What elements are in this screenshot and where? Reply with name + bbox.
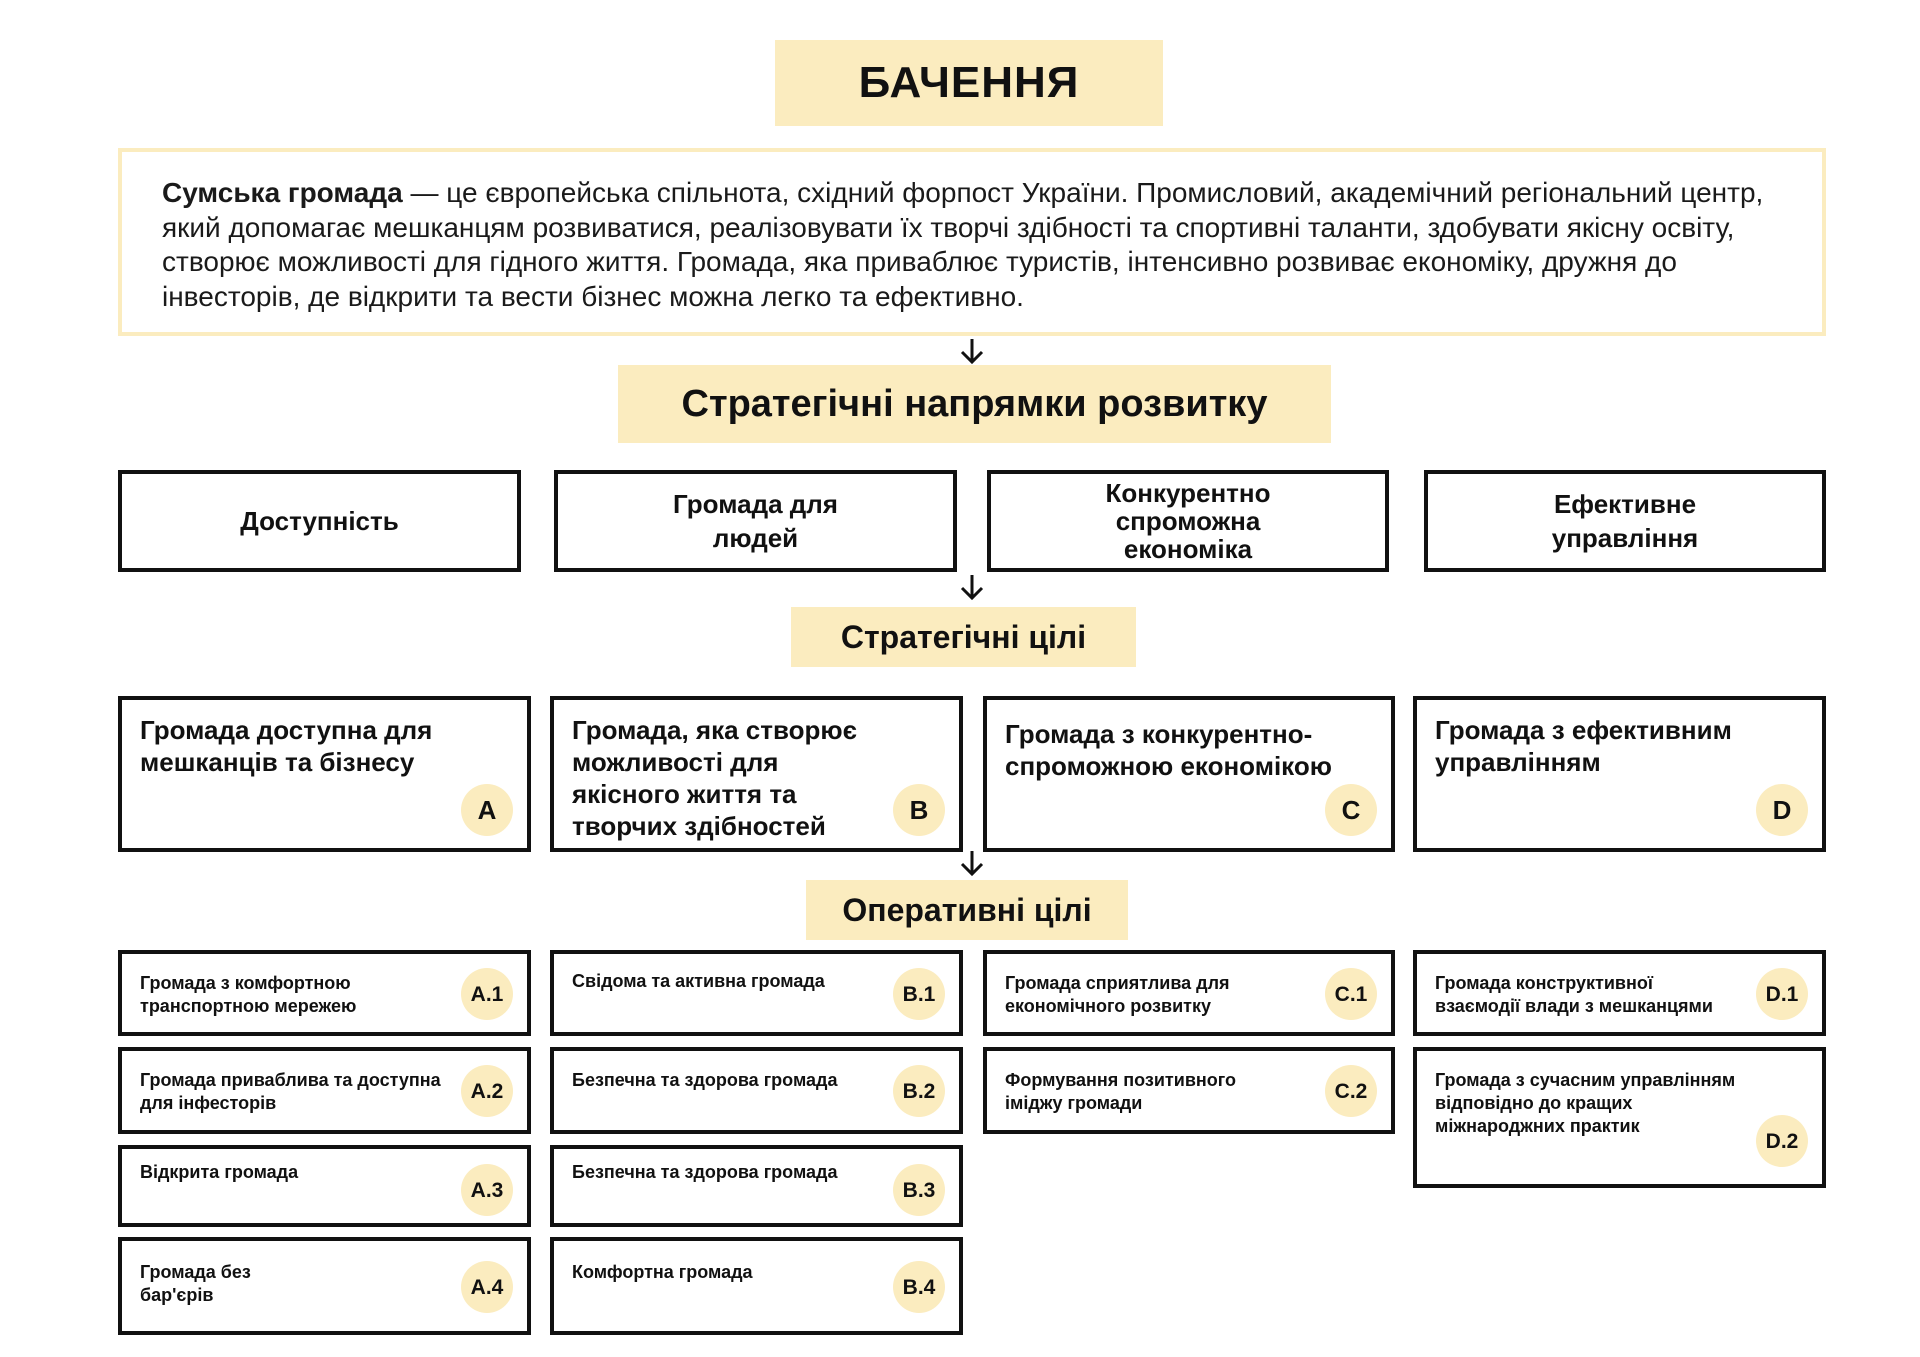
direction-label: Громада для людей bbox=[673, 489, 838, 553]
op-goal-badge: A.1 bbox=[461, 968, 513, 1020]
op-goal-badge: B.3 bbox=[893, 1164, 945, 1216]
directions-title: Стратегічні напрямки розвитку bbox=[618, 365, 1331, 443]
direction-competitive-economy: Конкурентно спроможна економіка bbox=[987, 470, 1389, 572]
direction-community-for-people: Громада для людей bbox=[554, 470, 957, 572]
arrow-down-icon bbox=[960, 851, 984, 877]
operational-goal-b3: Безпечна та здорова громада B.3 bbox=[550, 1145, 963, 1227]
operational-goal-b1: Свідома та активна громада B.1 bbox=[550, 950, 963, 1036]
strategic-goal-a: Громада доступна для мешканців та бізнес… bbox=[118, 696, 531, 852]
op-goal-text: Громада з сучасним управлінням відповідн… bbox=[1435, 1070, 1736, 1136]
op-goal-text: Громада з комфортною транспортною мереже… bbox=[140, 973, 357, 1016]
operational-goal-a1: Громада з комфортною транспортною мереже… bbox=[118, 950, 531, 1036]
op-goal-badge: A.4 bbox=[461, 1261, 513, 1313]
op-goal-badge: B.1 bbox=[893, 968, 945, 1020]
goal-badge: B bbox=[893, 784, 945, 836]
goal-badge: C bbox=[1325, 784, 1377, 836]
op-goal-text: Комфортна громада bbox=[572, 1262, 753, 1282]
op-goal-badge: B.2 bbox=[893, 1065, 945, 1117]
op-goal-badge: D.2 bbox=[1756, 1115, 1808, 1167]
vision-lead: Сумська громада bbox=[162, 177, 403, 208]
op-goal-badge: C.1 bbox=[1325, 968, 1377, 1020]
operational-goal-c2: Формування позитивного іміджу громади C.… bbox=[983, 1047, 1395, 1134]
op-goal-badge: A.2 bbox=[461, 1065, 513, 1117]
op-goal-text: Свідома та активна громада bbox=[572, 971, 825, 991]
strategic-goal-d: Громада з ефективним управлінням D bbox=[1413, 696, 1826, 852]
strategic-goal-c: Громада з конкурентно-спроможною економі… bbox=[983, 696, 1395, 852]
operational-goal-c1: Громада сприятлива для економічного розв… bbox=[983, 950, 1395, 1036]
vision-text: — це європейська спільнота, східний форп… bbox=[162, 177, 1764, 312]
goal-text: Громада доступна для мешканців та бізнес… bbox=[140, 715, 433, 777]
goal-badge: A bbox=[461, 784, 513, 836]
operational-goal-d1: Громада конструктивної взаємодії влади з… bbox=[1413, 950, 1826, 1036]
op-goal-text: Формування позитивного іміджу громади bbox=[1005, 1070, 1237, 1113]
strategic-goals-title: Стратегічні цілі bbox=[791, 607, 1136, 667]
vision-title-text: БАЧЕННЯ bbox=[858, 58, 1080, 107]
vision-statement: Сумська громада — це європейська спільно… bbox=[118, 148, 1826, 336]
goal-badge: D bbox=[1756, 784, 1808, 836]
operational-goal-a2: Громада приваблива та доступна для інфес… bbox=[118, 1047, 531, 1134]
op-goal-text: Громада приваблива та доступна для інфес… bbox=[140, 1070, 441, 1113]
op-goal-text: Громада сприятлива для економічного розв… bbox=[1005, 973, 1230, 1016]
direction-label: Доступність bbox=[240, 506, 399, 536]
op-goal-badge: B.4 bbox=[893, 1261, 945, 1313]
goal-text: Громада, яка створює можливості для якіс… bbox=[572, 715, 857, 841]
operational-goal-a4: Громада без бар'єрів A.4 bbox=[118, 1237, 531, 1335]
operational-goal-d2: Громада з сучасним управлінням відповідн… bbox=[1413, 1047, 1826, 1188]
strategic-goals-title-text: Стратегічні цілі bbox=[840, 618, 1087, 655]
operational-goals-title: Оперативні цілі bbox=[806, 880, 1128, 940]
direction-accessibility: Доступність bbox=[118, 470, 521, 572]
operational-goal-a3: Відкрита громада A.3 bbox=[118, 1145, 531, 1227]
operational-goals-title-text: Оперативні цілі bbox=[842, 891, 1092, 928]
op-goal-badge: D.1 bbox=[1756, 968, 1808, 1020]
op-goal-text: Безпечна та здорова громада bbox=[572, 1162, 838, 1182]
op-goal-text: Громада без бар'єрів bbox=[140, 1262, 251, 1305]
goal-text: Громада з ефективним управлінням bbox=[1435, 715, 1732, 777]
goal-text: Громада з конкурентно-спроможною економі… bbox=[1005, 719, 1332, 781]
direction-label: Конкурентно спроможна економіка bbox=[1105, 478, 1271, 564]
op-goal-text: Відкрита громада bbox=[140, 1162, 299, 1182]
directions-title-text: Стратегічні напрямки розвитку bbox=[681, 382, 1268, 425]
operational-goal-b2: Безпечна та здорова громада B.2 bbox=[550, 1047, 963, 1134]
op-goal-text: Громада конструктивної взаємодії влади з… bbox=[1435, 973, 1713, 1016]
arrow-down-icon bbox=[960, 339, 984, 365]
direction-label: Ефективне управління bbox=[1551, 489, 1699, 553]
op-goal-text: Безпечна та здорова громада bbox=[572, 1070, 838, 1090]
strategic-goal-b: Громада, яка створює можливості для якіс… bbox=[550, 696, 963, 852]
operational-goal-b4: Комфортна громада B.4 bbox=[550, 1237, 963, 1335]
vision-title: БАЧЕННЯ bbox=[775, 40, 1163, 126]
op-goal-badge: A.3 bbox=[461, 1164, 513, 1216]
arrow-down-icon bbox=[960, 575, 984, 601]
op-goal-badge: C.2 bbox=[1325, 1065, 1377, 1117]
direction-effective-governance: Ефективне управління bbox=[1424, 470, 1826, 572]
